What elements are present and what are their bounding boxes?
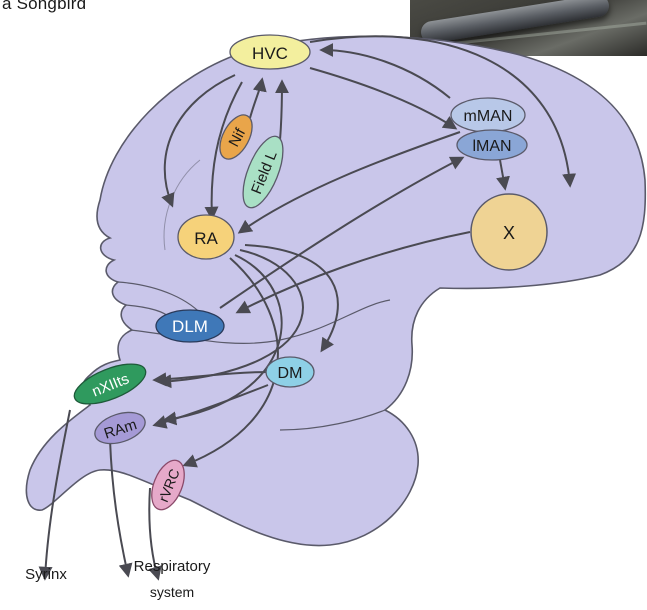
label-x: X [503,223,515,243]
nucleus-mman: mMAN [451,98,525,132]
nucleus-dm: DM [266,357,314,387]
label-dm: DM [278,365,303,382]
label-ra: RA [194,229,218,248]
label-syrinx: Syrinx [16,566,76,583]
label-lman: lMAN [472,138,511,155]
nucleus-dlm: DLM [156,310,224,342]
label-hvc: HVC [252,44,288,63]
label-system: system [112,584,232,600]
nucleus-lman: lMAN [457,130,527,160]
label-respiratory: Respiratory [112,558,232,575]
nucleus-ra: RA [178,215,234,259]
label-mman: mMAN [464,108,513,125]
label-dlm: DLM [172,317,208,336]
nucleus-x: X [471,194,547,270]
nucleus-hvc: HVC [230,35,310,69]
